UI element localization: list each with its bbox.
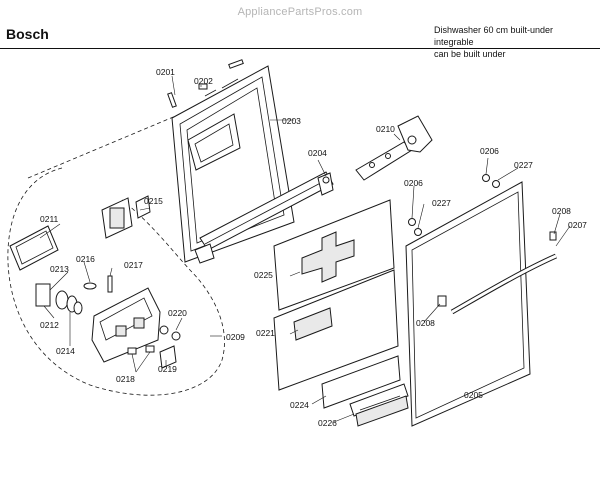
watermark: AppliancePartsPros.com (237, 6, 363, 18)
lower-strip-0224 (321, 355, 401, 409)
module-to-door-line (27, 114, 179, 179)
label-0208-right: 0208 (552, 206, 571, 216)
label-0225: 0225 (254, 270, 273, 280)
selector-knobs-0212-0214 (35, 283, 83, 315)
hinge-0210 (355, 115, 433, 181)
label-0216: 0216 (76, 254, 95, 264)
label-0203: 0203 (282, 116, 301, 126)
screw-0201 (167, 59, 244, 108)
leader-lines (39, 75, 571, 423)
label-0204: 0204 (308, 148, 327, 158)
label-0226: 0226 (318, 418, 337, 428)
label-0215: 0215 (144, 196, 163, 206)
description-line-2: can be built under (434, 49, 506, 59)
label-0201: 0201 (156, 67, 175, 77)
label-0202: 0202 (194, 76, 213, 86)
outer-door-panel-0205 (405, 181, 558, 427)
label-0227-right: 0227 (514, 160, 533, 170)
control-housing-0209 (91, 287, 161, 363)
label-0220: 0220 (168, 308, 187, 318)
door-seal-0204 (194, 171, 334, 264)
label-0217: 0217 (124, 260, 143, 270)
label-0210: 0210 (376, 124, 395, 134)
label-0214: 0214 (56, 346, 75, 356)
label-0221: 0221 (256, 328, 275, 338)
switches-0220 (159, 325, 181, 341)
label-0211: 0211 (40, 214, 59, 224)
display-bezel-0211 (9, 225, 59, 271)
label-0208-left: 0208 (416, 318, 435, 328)
insulation-panel-0221 (273, 269, 399, 391)
header-rule (0, 48, 600, 49)
model-description: Dishwasher 60 cm built-under integrable … (434, 24, 594, 60)
label-0227-left: 0227 (432, 198, 451, 208)
plinth-0226 (349, 383, 409, 427)
label-0219: 0219 (158, 364, 177, 374)
label-0206-left: 0206 (404, 178, 423, 188)
label-0224: 0224 (290, 400, 309, 410)
brand-title: Bosch (6, 26, 49, 42)
clip-0202 (198, 83, 208, 90)
control-module-boundary (7, 167, 225, 396)
insulation-panel-0225 (273, 199, 395, 311)
dispenser-cover-0215 (101, 195, 151, 239)
description-line-1: Dishwasher 60 cm built-under integrable (434, 25, 554, 47)
label-0213: 0213 (50, 264, 69, 274)
screws-0206-0227 (322, 174, 500, 236)
parts-0218-0219 (127, 345, 177, 369)
label-0205: 0205 (464, 390, 483, 400)
label-0218: 0218 (116, 374, 135, 384)
label-0212: 0212 (40, 320, 59, 330)
label-0209: 0209 (226, 332, 245, 342)
label-0207: 0207 (568, 220, 587, 230)
small-fittings-0216-0217 (83, 275, 113, 293)
label-0206-right: 0206 (480, 146, 499, 156)
part-labels: 0201 0202 0203 0204 0210 0206 0227 0206 … (40, 67, 587, 428)
